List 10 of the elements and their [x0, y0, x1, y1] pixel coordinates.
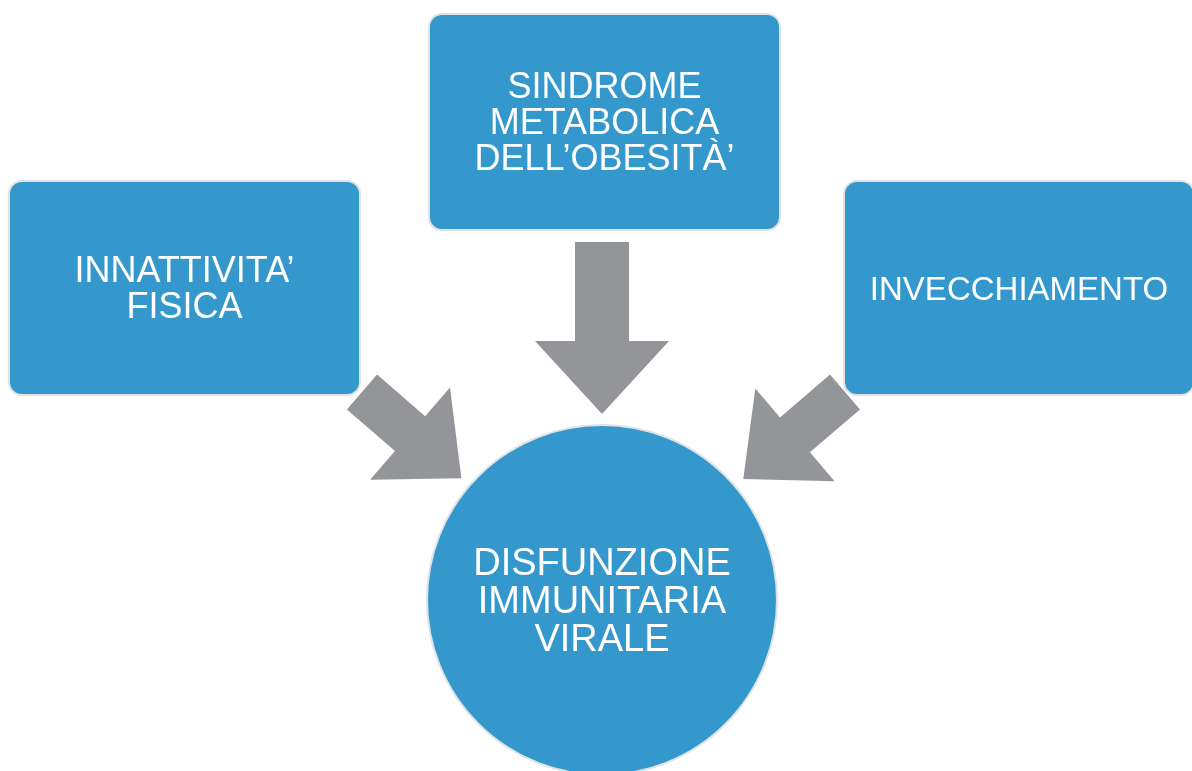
block-arrow — [743, 374, 860, 482]
node-text: SINDROME METABOLICA DELL’OBESITÀ’ — [473, 68, 736, 176]
process-box — [843, 180, 1192, 396]
block-arrow — [346, 374, 462, 480]
process-box — [8, 180, 361, 396]
node-text: INVECCHIAMENTO — [869, 271, 1169, 305]
block-arrow — [535, 242, 669, 414]
process-box — [428, 13, 781, 231]
node-text: DISFUNZIONE IMMUNITARIA VIRALE — [472, 543, 732, 657]
node-text: INNATTIVITA’ FISICA — [73, 252, 296, 324]
